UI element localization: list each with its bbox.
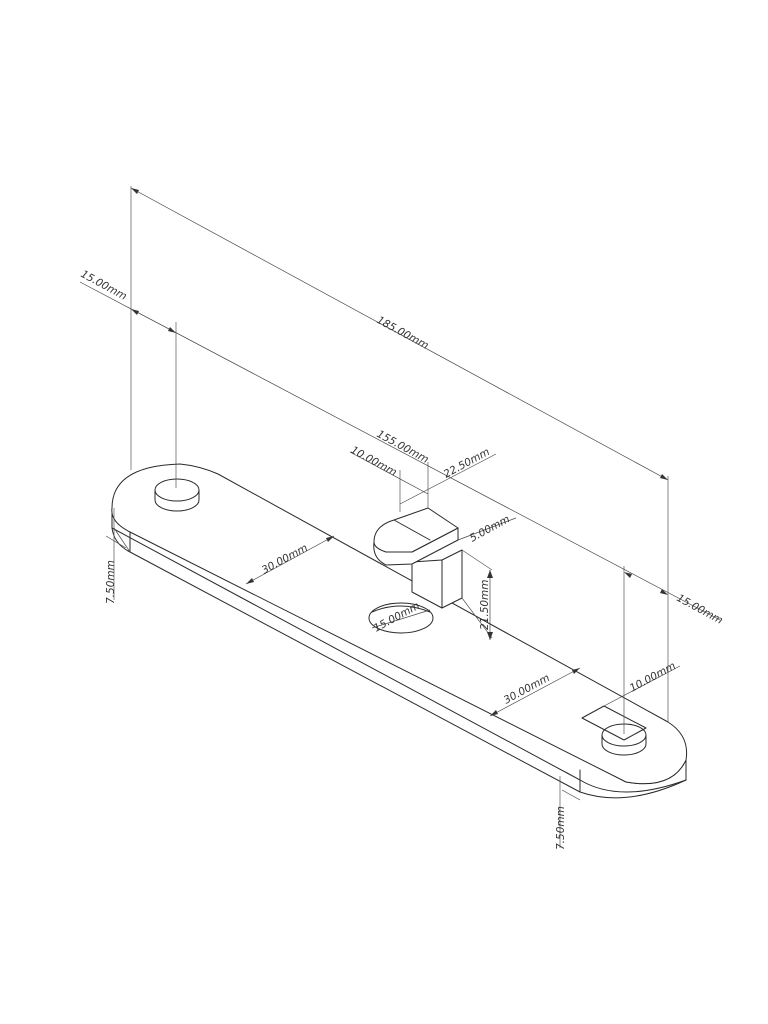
plate-bottom-edge: [111, 527, 687, 799]
label-overall-length: 185.00mm: [375, 314, 431, 352]
left-boss-top: [154, 478, 200, 502]
label-right-hole-dia: 10.00mm: [628, 660, 678, 695]
dim-line-left-30: [245, 535, 335, 585]
label-post-height: 21.50mm: [479, 579, 491, 630]
dim-line-155: [79, 281, 721, 621]
dim-line-right-30: [489, 667, 581, 717]
dim-line-left-7.5: [113, 527, 131, 553]
dim-line-tab-5: [457, 517, 517, 541]
label-right-thickness: 7.50mm: [555, 806, 567, 850]
left-boss: [154, 478, 200, 512]
center-hole: [368, 602, 434, 634]
right-hole-square: [581, 705, 647, 741]
label-tab-length: 22.50mm: [442, 446, 492, 481]
extension-lines: [113, 186, 669, 848]
center-hole-inner-wall: [371, 605, 431, 613]
post-side-face: [441, 549, 463, 609]
dimension-lines: [79, 187, 721, 801]
dim-line-right-7.5: [561, 789, 581, 801]
dim-line-center-hole: [371, 609, 431, 629]
label-left-thickness: 7.50mm: [105, 560, 117, 604]
tab-post: [373, 507, 463, 609]
dim-line-tab-22.5: [399, 453, 497, 505]
label-tab-thickness: 5.00mm: [468, 513, 512, 544]
dim-line-right-10: [603, 665, 681, 707]
tab-top-inner-edge: [393, 519, 431, 541]
dim-line-tab-10: [349, 451, 429, 495]
label-tab-width: 10.00mm: [349, 444, 399, 479]
center-hole-outline: [368, 602, 434, 634]
tab-top-face: [373, 507, 459, 553]
dim-line-185: [130, 187, 669, 481]
label-right-end-offset: 15.00mm: [675, 592, 725, 627]
